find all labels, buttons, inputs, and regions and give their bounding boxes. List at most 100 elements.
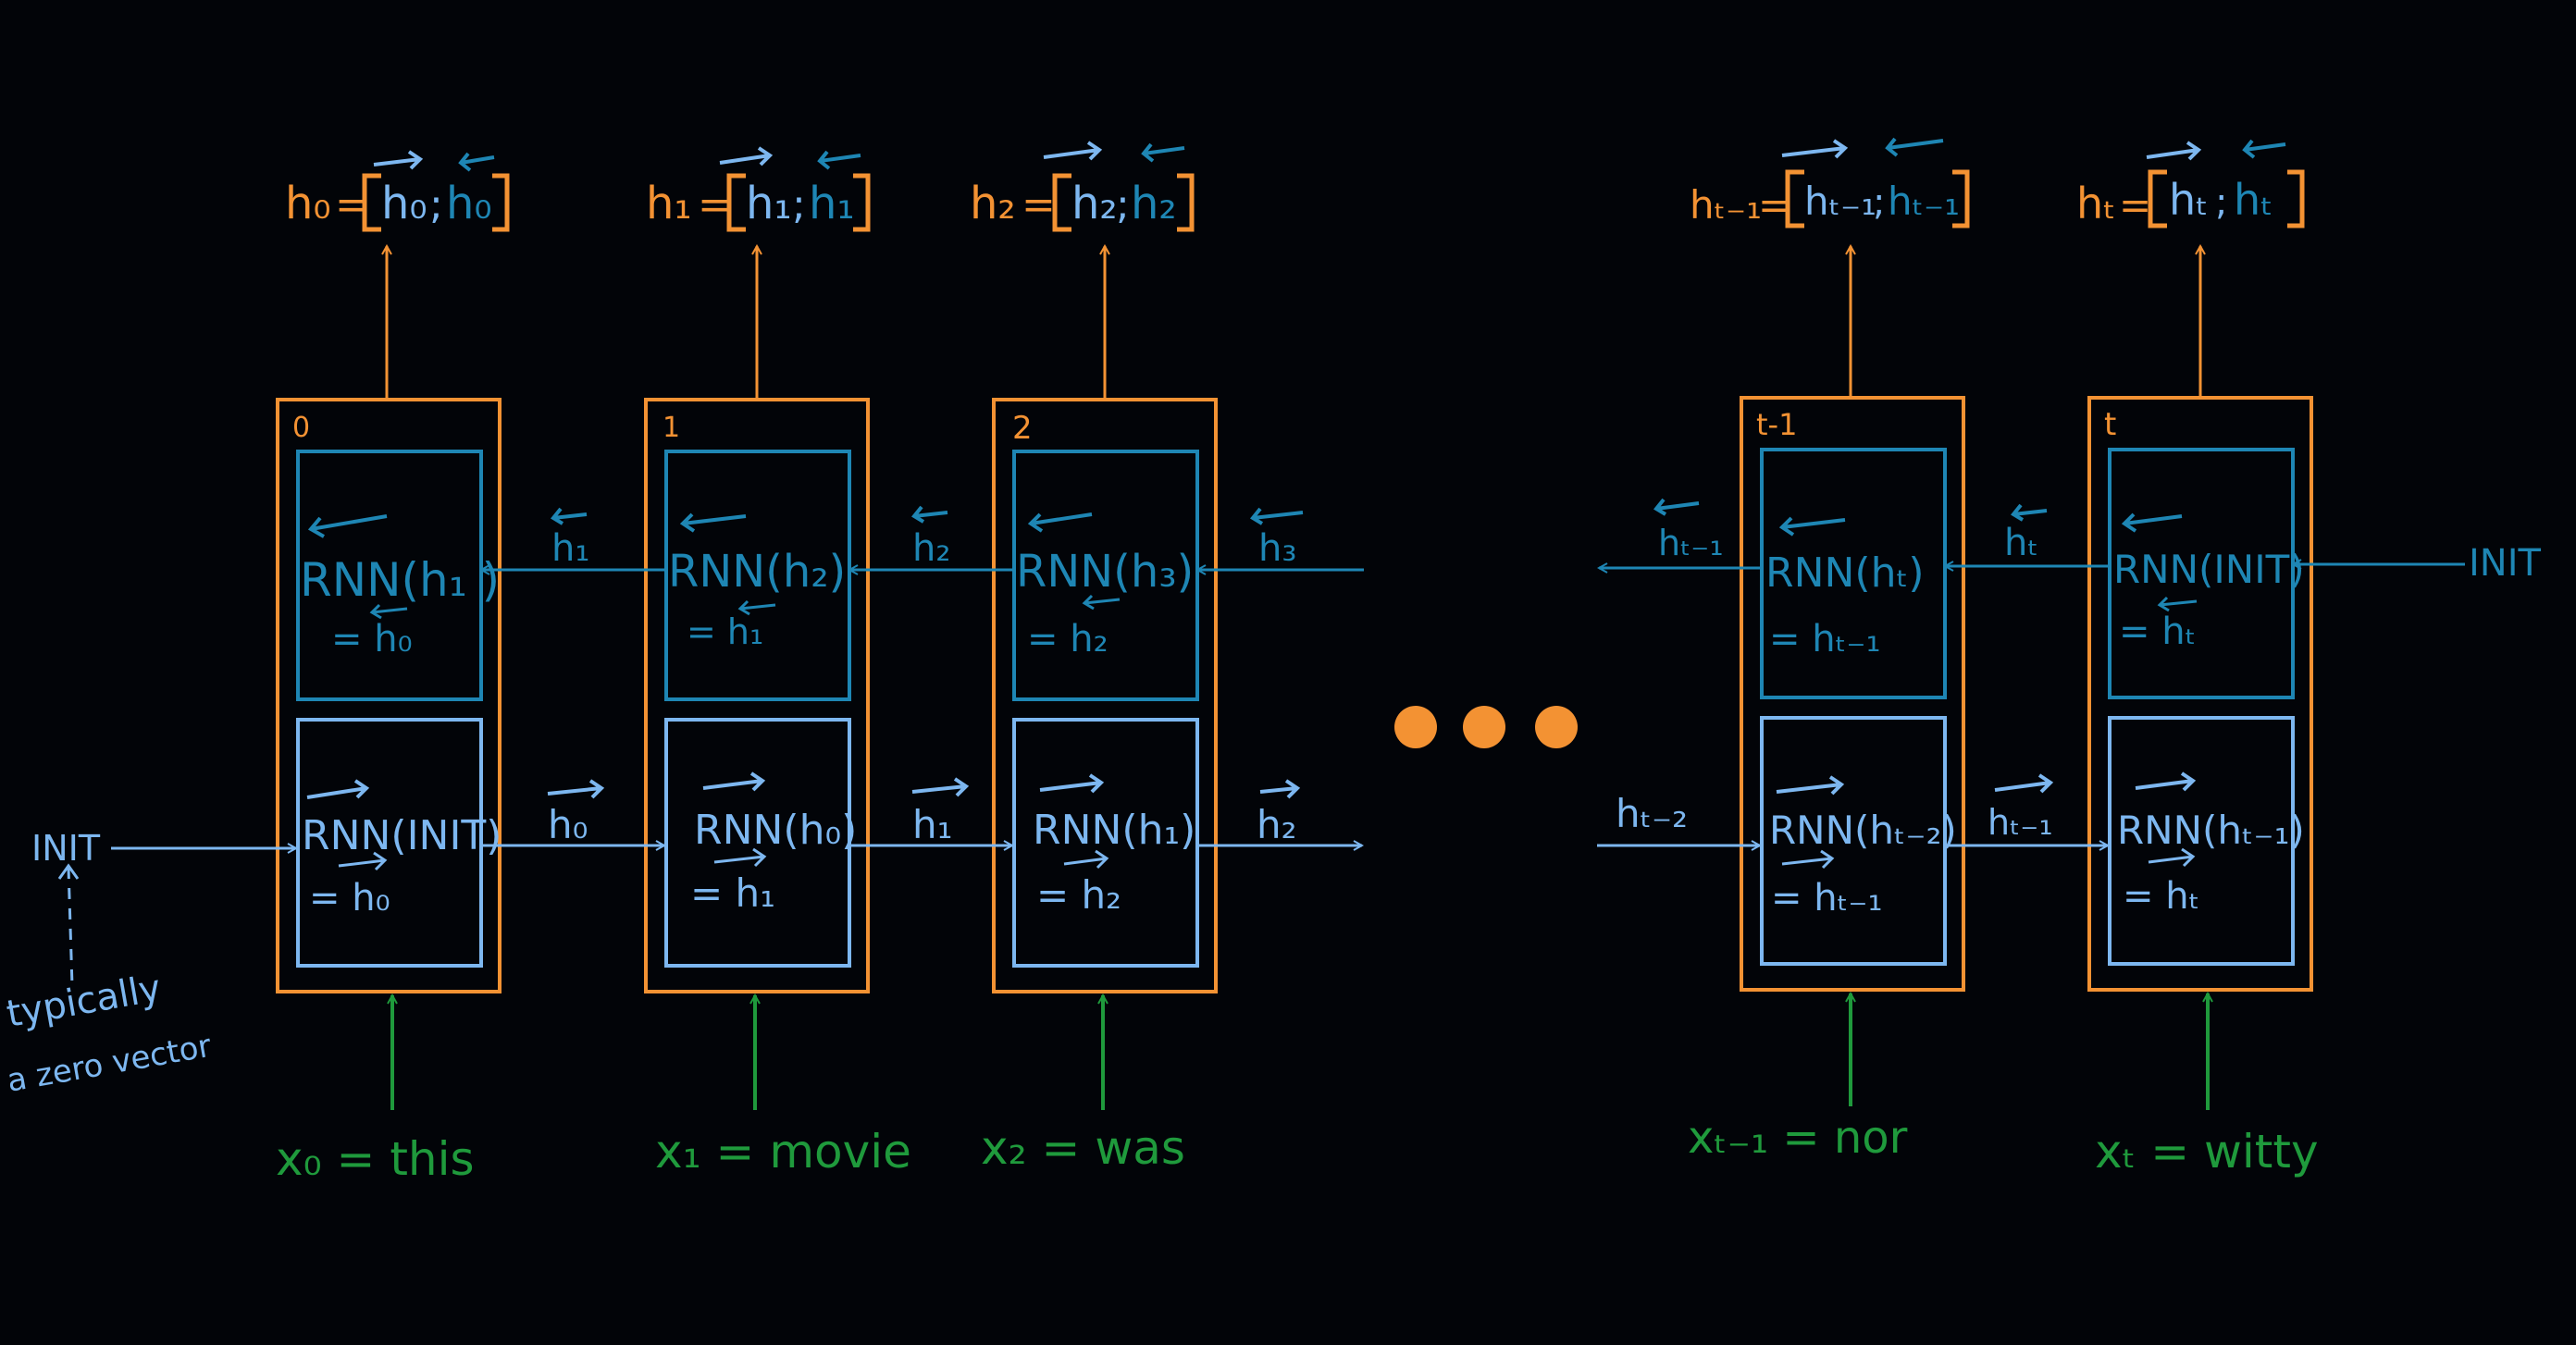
ellipsis-dot-2 — [1463, 706, 1505, 748]
cell-t-minus-1-index: t-1 — [1756, 407, 1797, 442]
cell-1-output-equals: = — [698, 181, 732, 228]
forward-label-3: hₜ₋₂ — [1616, 791, 1688, 836]
cell-0-fwd-expr: RNN(INIT) — [302, 812, 502, 859]
cell-t-minus-1-open-bracket-icon — [1785, 169, 1804, 228]
cell-1-fwd-arrow-icon — [719, 146, 774, 167]
forward-label-4-arrow-icon — [1994, 773, 2054, 794]
cell-t-minus-1-bwd-expr: RNN(hₜ) — [1765, 549, 1925, 597]
cell-1-output-bwd: h₁ — [809, 178, 855, 229]
forward-label-0-arrow-icon — [547, 779, 605, 799]
forward-label-1-arrow-icon — [911, 777, 970, 797]
cell-t-minus-1-outer-box — [1740, 396, 1965, 992]
cell-0-bwd-expr: RNN(h₁ ) — [300, 553, 500, 607]
forward-label-4: hₜ₋₁ — [1988, 802, 2053, 843]
cell-2-fwd-eq-arrow-icon — [1063, 849, 1109, 870]
cell-t-backward-box — [2108, 448, 2295, 699]
cell-t-bwd-vector-arrow-icon — [2121, 512, 2183, 533]
backward-label-2: h₃ — [1258, 527, 1296, 570]
note-dashed-line — [67, 867, 74, 987]
init-note: typically a zero vector — [4, 863, 214, 1100]
cell-2-fwd-arrow-icon — [1043, 141, 1103, 161]
cell-t-bwd-eq: = hₜ — [2119, 611, 2196, 653]
cell-t-minus-1-fwd-eq: = hₜ₋₁ — [1771, 877, 1883, 919]
cell-2-fwd-vector-arrow-icon — [1039, 773, 1105, 794]
cell-t-minus-1-input-label: xₜ₋₁ = nor — [1688, 1112, 1908, 1164]
cell-1-output-left: h₁ — [646, 178, 692, 229]
cell-2-fwd-expr: RNN(h₁) — [1033, 807, 1195, 854]
cell-t-minus-1-backward-box — [1760, 448, 1947, 699]
cell-t-output-bwd: hₜ — [2234, 175, 2273, 225]
cell-1-fwd-eq-arrow-icon — [713, 847, 767, 868]
cell-t-bwd-arrow-icon — [2242, 139, 2286, 159]
backward-connections: INIT h₁ h₂ h₃ hₜ₋₁ hₜ — [481, 498, 2542, 585]
cell-t-minus-1-bwd-vector-arrow-icon — [1778, 516, 1846, 537]
cell-0-input-label: x₀ = this — [276, 1132, 475, 1186]
cell-t-output-fwd: hₜ — [2169, 175, 2209, 225]
cell-1-index: 1 — [663, 412, 680, 444]
cell-0-output-fwd: h₀ — [381, 178, 427, 229]
ellipsis-dot-1 — [1394, 706, 1437, 748]
cell-0-output-left: h₀ — [285, 178, 331, 229]
cell-t-fwd-arrow-icon — [2146, 141, 2202, 161]
forward-label-1: h₁ — [912, 802, 952, 847]
forward-label-2-arrow-icon — [1259, 779, 1301, 799]
cell-0-open-bracket-icon — [362, 173, 381, 232]
cell-0-index: 0 — [292, 412, 310, 444]
cell-t-output-left: hₜ — [2076, 179, 2116, 228]
cell-2-backward-box — [1012, 450, 1199, 701]
cell-2-input-label: x₂ = was — [981, 1121, 1185, 1175]
cell-2-output-fwd: h₂ — [1071, 178, 1118, 229]
cell-t-minus-1-output-left: hₜ₋₁ — [1690, 182, 1762, 228]
cell-1-output-fwd: h₁ — [746, 178, 792, 229]
cell-t-fwd-vector-arrow-icon — [2135, 771, 2197, 792]
cell-2-bwd-arrow-icon — [1141, 142, 1185, 163]
backward-label-1: h₂ — [912, 527, 950, 570]
cell-2-output-sep: ; — [1116, 181, 1130, 228]
cell-0-outer-box — [276, 398, 502, 993]
cell-t-minus-1-output-sep: ; — [1873, 181, 1885, 224]
cell-2-bwd-vector-arrow-icon — [1027, 512, 1093, 533]
cell-0-backward-box — [296, 450, 483, 701]
cell-0-bwd-eq-arrow-icon — [369, 603, 408, 620]
backward-label-0-arrow-icon — [551, 507, 588, 525]
cell-t-minus-1-output-equals: = — [1758, 182, 1790, 228]
cell-t-minus-1: t-1 RNN(hₜ) = hₜ₋₁ RNN(hₜ₋₂) = hₜ₋₁ hₜ₋₁… — [1688, 137, 1970, 1164]
cell-2-bwd-expr: RNN(h₃) — [1016, 546, 1194, 598]
cell-t-fwd-expr: RNN(hₜ₋₁) — [2117, 808, 2305, 853]
cell-1-backward-box — [664, 450, 851, 701]
backward-label-2-arrow-icon — [1250, 507, 1304, 525]
cell-2-fwd-eq: = h₂ — [1036, 872, 1121, 918]
cell-1-fwd-eq: = h₁ — [690, 870, 775, 916]
cell-1-close-bracket-icon — [853, 173, 871, 232]
cell-0-forward-box — [296, 718, 483, 968]
cell-t-index: t — [2104, 406, 2116, 443]
cell-2-open-bracket-icon — [1052, 173, 1071, 232]
cell-t-open-bracket-icon — [2148, 169, 2167, 228]
backward-label-1-arrow-icon — [911, 505, 948, 524]
cell-2-forward-box — [1012, 718, 1199, 968]
cell-1-bwd-vector-arrow-icon — [679, 512, 747, 533]
forward-label-2: h₂ — [1257, 802, 1296, 847]
cell-0-close-bracket-icon — [492, 173, 510, 232]
backward-label-4-arrow-icon — [2011, 503, 2048, 522]
cell-t-minus-1-bwd-eq: = hₜ₋₁ — [1769, 618, 1881, 660]
cell-2-index: 2 — [1012, 410, 1033, 447]
cell-1-fwd-expr: RNN(h₀) — [694, 807, 857, 854]
cell-0-bwd-vector-arrow-icon — [307, 514, 388, 538]
forward-label-0: h₀ — [548, 802, 588, 847]
cell-t-minus-1-fwd-eq-arrow-icon — [1781, 849, 1835, 870]
cell-0-bwd-arrow-icon — [458, 152, 495, 172]
cell-t-input-label: xₜ = witty — [2095, 1125, 2319, 1178]
cell-0-bwd-eq: = h₀ — [331, 618, 413, 660]
backward-label-4: hₜ — [2004, 522, 2038, 564]
cell-t-minus-1-bwd-arrow-icon — [1885, 137, 1944, 157]
cell-t-bwd-expr: RNN(INIT) — [2113, 547, 2305, 592]
cell-2-bwd-eq-arrow-icon — [1082, 594, 1121, 611]
backward-label-3: hₜ₋₁ — [1658, 523, 1724, 563]
cell-t-minus-1-output-bwd: hₜ₋₁ — [1888, 179, 1960, 224]
cell-2-bwd-eq: = h₂ — [1027, 618, 1108, 660]
cell-t-fwd-eq-arrow-icon — [2148, 847, 2196, 868]
cell-t-forward-box — [2108, 716, 2295, 966]
cell-0-fwd-eq-arrow-icon — [338, 851, 388, 871]
